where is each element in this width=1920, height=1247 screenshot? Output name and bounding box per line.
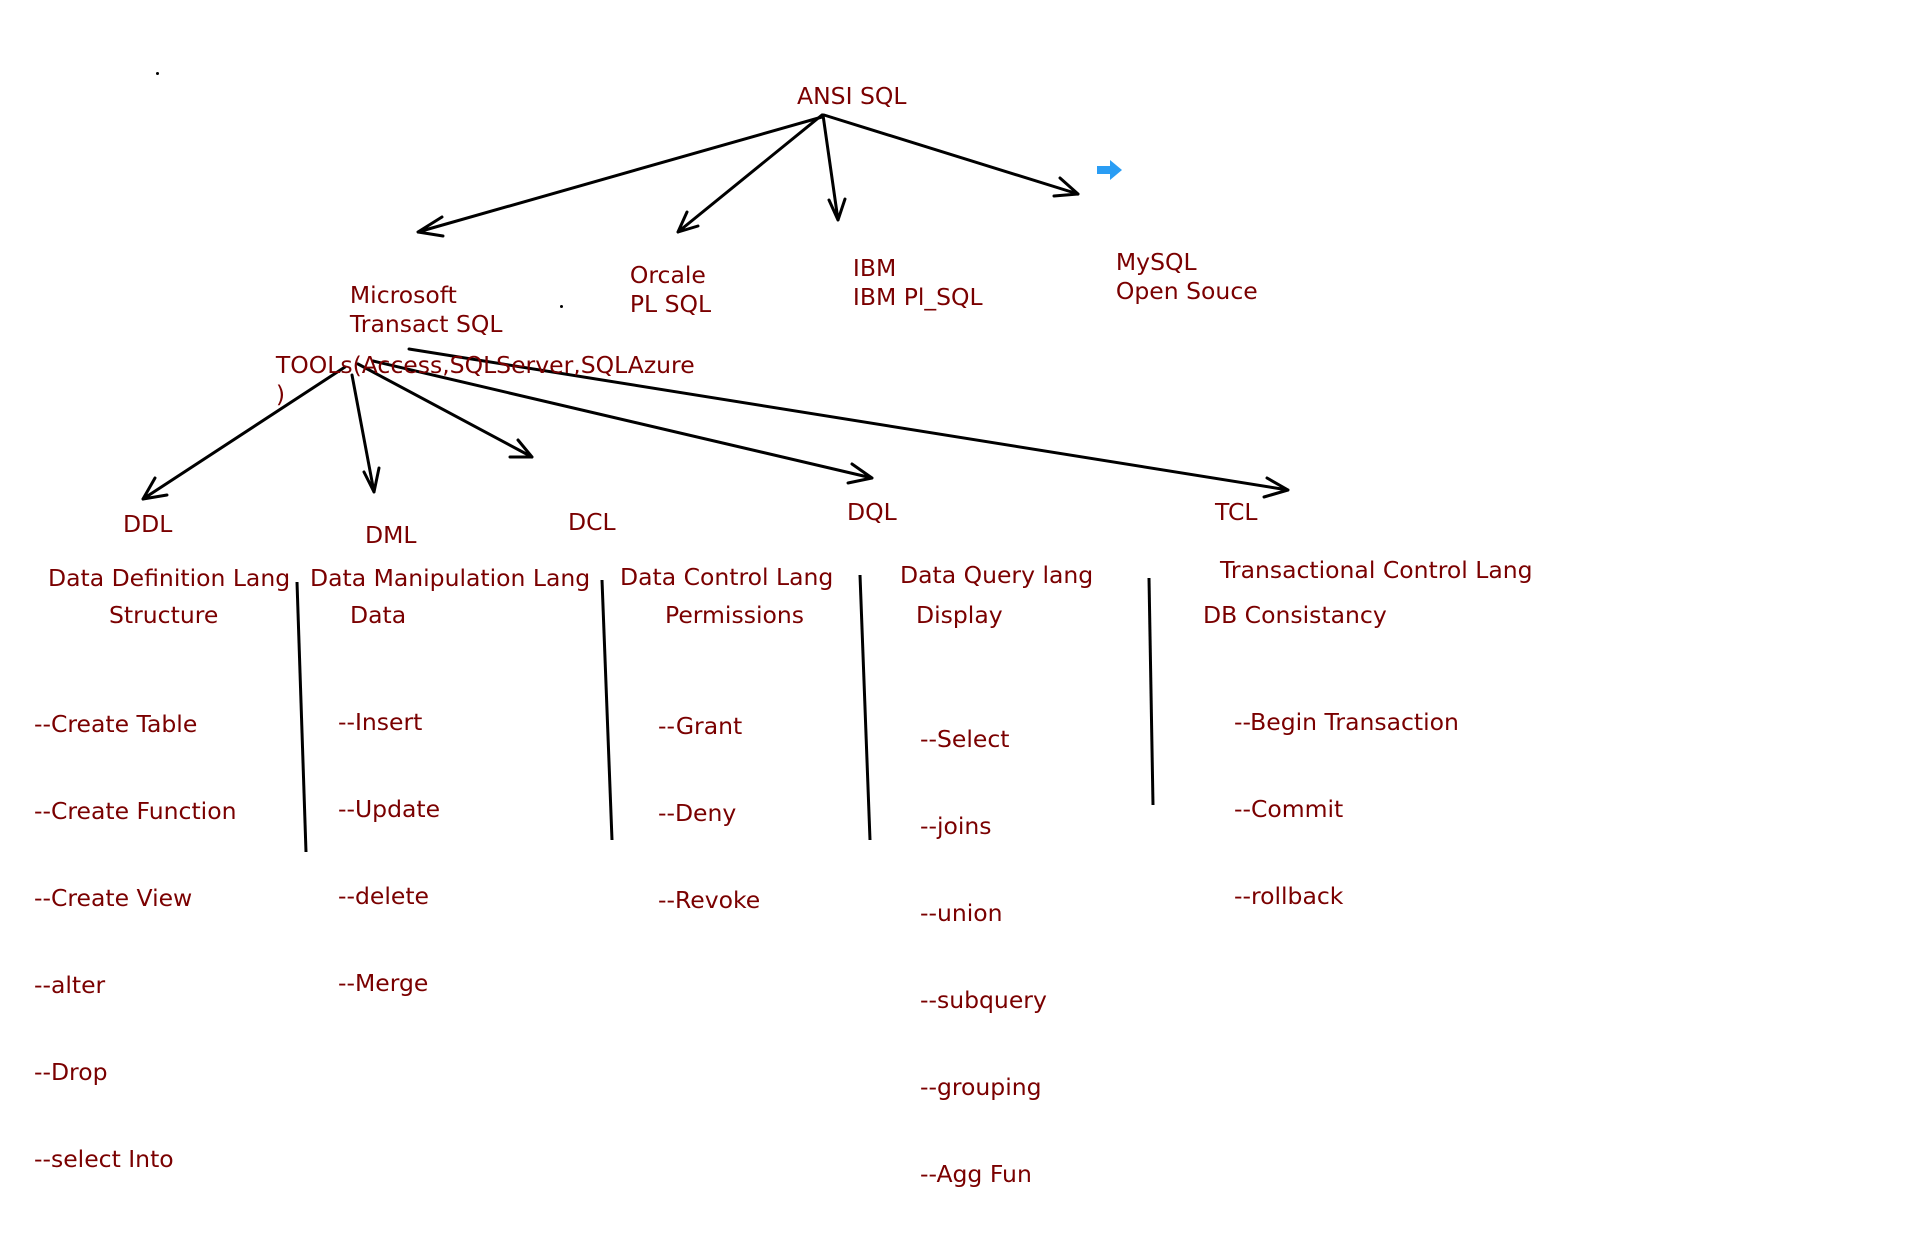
right-arrow-icon	[1097, 160, 1122, 180]
arrow-ansi-to-ibm	[821, 113, 847, 222]
list-item: --Deny	[658, 799, 737, 827]
list-item: --Begin Transaction	[1234, 708, 1459, 736]
category-purpose-dql: Display	[916, 601, 1003, 629]
vendor-microsoft: Microsoft Transact SQL	[320, 252, 503, 368]
vendor-dialect: PL SQL	[629, 290, 712, 318]
arrow-tools-to-dql	[371, 359, 874, 485]
list-item: --Drop	[34, 1058, 108, 1086]
arrow-tools-to-ddl	[141, 365, 347, 501]
command-list-dcl: --Grant --Deny --Revoke	[658, 654, 760, 973]
category-full-tcl: Transactional Control Lang	[1220, 556, 1533, 584]
tools-line: )	[275, 380, 286, 408]
tools-label: TOOLs(Access,SQLServer,SQLAzure )	[246, 322, 695, 438]
arrow-tools-to-tcl	[407, 347, 1290, 499]
separator-4	[1147, 577, 1155, 806]
category-purpose-ddl: Structure	[109, 601, 219, 629]
list-item: --Create View	[34, 884, 193, 912]
vendor-oracle: Orcale PL SQL	[600, 232, 711, 348]
list-item: --rollback	[1234, 882, 1344, 910]
list-item: --Revoke	[658, 886, 761, 914]
diagram-canvas: ANSI SQL Microsoft Transact SQL Orcale P…	[34, 72, 1533, 1188]
command-list-ddl: --Create Table --Create Function --Creat…	[34, 652, 236, 1232]
category-purpose-tcl: DB Consistancy	[1203, 601, 1387, 629]
vendor-mysql: MySQL Open Souce	[1086, 219, 1258, 335]
list-item: --Update	[338, 795, 441, 823]
vendor-name: Microsoft	[349, 281, 457, 309]
list-item: --Agg Fun	[920, 1160, 1032, 1188]
vendor-dialect: IBM Pl_SQL	[852, 283, 983, 311]
list-item: --grouping	[920, 1073, 1042, 1101]
list-item: --alter	[34, 971, 106, 999]
connector-layer	[141, 113, 1290, 853]
category-abbr-ddl: DDL	[123, 510, 173, 538]
separator-2	[600, 579, 614, 841]
list-item: --Grant	[658, 712, 743, 740]
list-item: --delete	[338, 882, 429, 910]
category-purpose-dcl: Permissions	[665, 601, 804, 629]
category-full-ddl: Data Definition Lang	[48, 564, 291, 592]
arrow-ansi-to-oracle	[676, 113, 824, 234]
list-item: --Merge	[338, 969, 429, 997]
stray-dot	[156, 72, 159, 75]
category-full-dql: Data Query lang	[900, 561, 1094, 589]
list-item: --Create Table	[34, 710, 198, 738]
category-purpose-dml: Data	[350, 601, 407, 629]
command-list-tcl: --Begin Transaction --Commit --rollback	[1234, 650, 1459, 969]
separator-1	[295, 581, 308, 853]
vendor-ibm: IBM IBM Pl_SQL	[823, 225, 983, 341]
command-list-dml: --Insert --Update --delete --Merge	[338, 650, 440, 1056]
list-item: --select Into	[34, 1145, 174, 1173]
list-item: --union	[920, 899, 1003, 927]
list-item: --Insert	[338, 708, 423, 736]
list-item: --Create Function	[34, 797, 237, 825]
vendor-dialect: Open Souce	[1115, 277, 1258, 305]
category-abbr-dml: DML	[365, 521, 417, 549]
list-item: --joins	[920, 812, 992, 840]
stray-dot	[560, 305, 563, 308]
category-full-dml: Data Manipulation Lang	[310, 564, 591, 592]
arrow-ansi-to-mysql	[822, 113, 1080, 198]
list-item: --Select	[920, 725, 1010, 753]
category-abbr-tcl: TCL	[1215, 498, 1258, 526]
command-list-dql: --Select --joins --union --subquery --gr…	[920, 667, 1047, 1247]
arrow-tools-to-dcl	[356, 362, 534, 459]
category-abbr-dql: DQL	[847, 498, 897, 526]
tools-line: TOOLs(Access,SQLServer,SQLAzure	[275, 351, 695, 379]
vendor-name: Orcale	[629, 261, 706, 289]
arrow-tools-to-dml	[350, 373, 381, 494]
category-abbr-dcl: DCL	[568, 508, 616, 536]
arrow-ansi-to-microsoft	[416, 115, 824, 238]
vendor-dialect: Transact SQL	[349, 310, 503, 338]
list-item: --Commit	[1234, 795, 1344, 823]
vendor-name: MySQL	[1115, 248, 1197, 276]
category-full-dcl: Data Control Lang	[620, 563, 834, 591]
root-label: ANSI SQL	[797, 82, 907, 110]
vendor-name: IBM	[852, 254, 897, 282]
separator-3	[858, 574, 872, 841]
